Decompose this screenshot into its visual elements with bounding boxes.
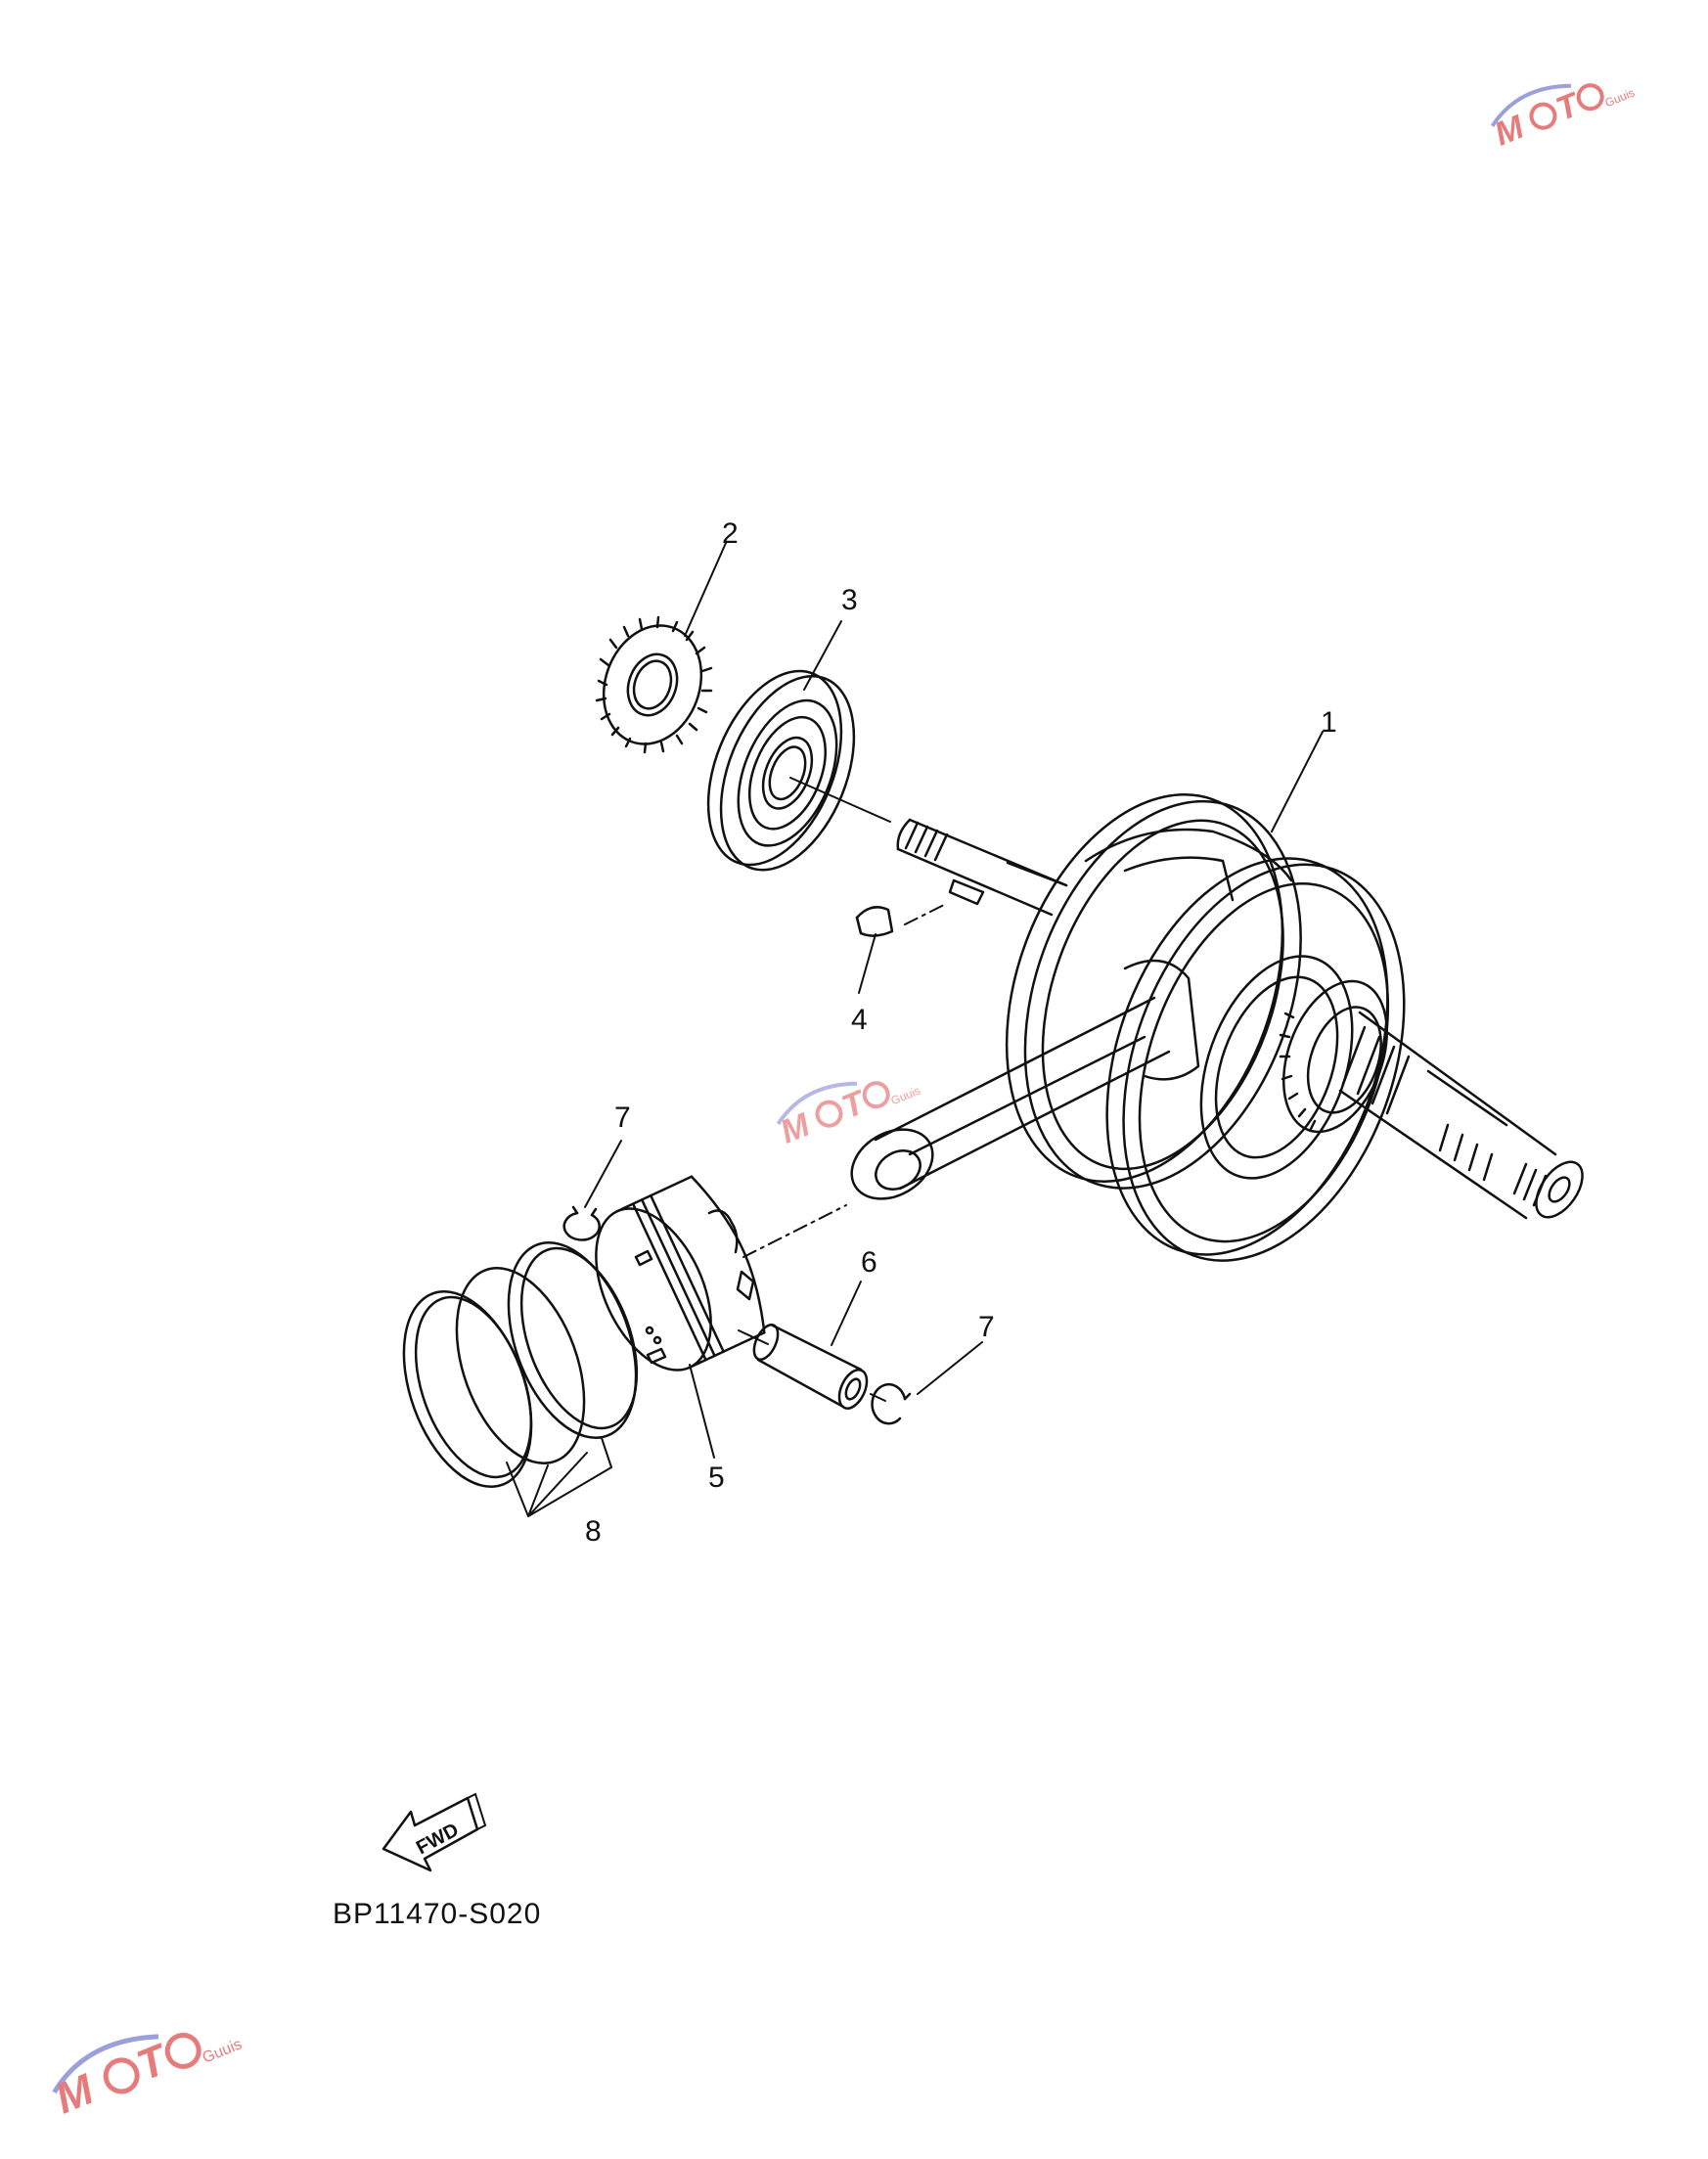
callout-6: 6 [861,1246,877,1279]
callout-7b: 7 [978,1311,995,1343]
callout-5: 5 [708,1462,725,1494]
svg-text:M: M [776,1106,816,1151]
bearing-part-3 [706,669,856,872]
fwd-direction-arrow: FWD [382,1792,487,1872]
callout-8: 8 [585,1515,602,1548]
watermark-logo-center: M T Guuis [776,1081,922,1151]
callout-3: 3 [841,584,858,616]
diagram-code: BP11470-S020 [333,1898,542,1930]
woodruff-key-part-4 [855,906,894,937]
svg-text:M: M [1490,109,1530,154]
circlip-part-7b [871,1382,912,1425]
svg-text:M: M [49,2065,102,2124]
svg-text:Guuis: Guuis [201,2036,245,2066]
watermark-logo-bottom: M T Guuis [49,2032,245,2124]
svg-text:Guuis: Guuis [1603,86,1637,111]
circlip-part-7a [562,1205,601,1241]
watermark-logo-top: M T Guuis [1490,83,1637,154]
svg-text:Guuis: Guuis [889,1084,922,1108]
callout-2: 2 [722,517,739,550]
callout-7a: 7 [614,1102,631,1134]
leader-lines [506,542,1324,1517]
piston-pin-part-6 [752,1324,869,1410]
crankshaft-part-1 [850,793,1584,1262]
assembly-lines [738,777,945,1402]
drive-gear-part-2 [595,615,713,754]
callout-1: 1 [1321,706,1337,739]
piston-part-5 [595,1175,766,1372]
piston-rings-part-8 [402,1241,639,1488]
callout-4: 4 [851,1004,868,1036]
